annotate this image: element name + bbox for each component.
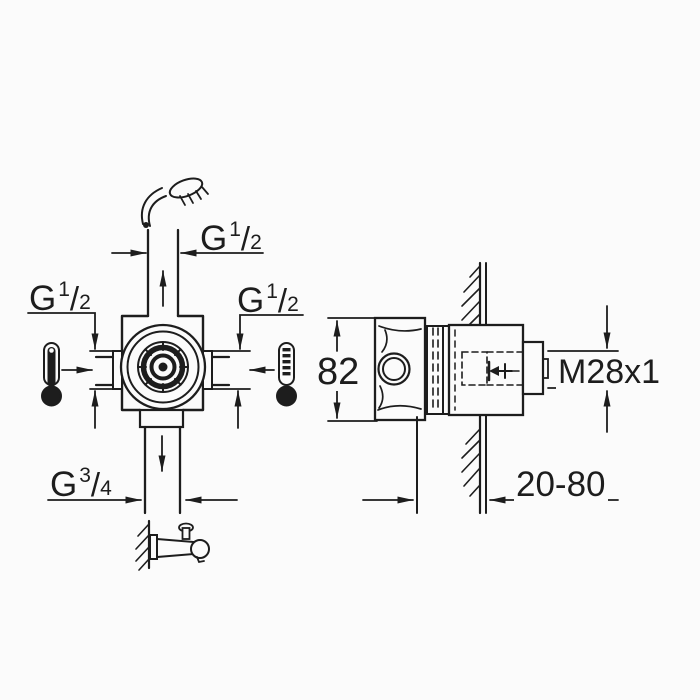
valve-front-housing — [447, 323, 549, 417]
side-view — [327, 261, 619, 515]
dim-82 — [327, 317, 378, 422]
label-thread-right: G1/2 — [237, 280, 299, 320]
label-spindle-thread: M28x1 — [556, 353, 663, 391]
spindle-block — [521, 340, 545, 396]
bath-spout-icon — [135, 519, 210, 571]
top-inlet-pipe — [146, 228, 180, 318]
mounting-sleeve — [424, 325, 450, 415]
dim-g12-right — [234, 314, 304, 429]
bottom-outlet-pipe — [138, 408, 185, 515]
right-inlet-stub — [210, 350, 251, 390]
dim-g12-left — [27, 312, 99, 429]
thermometer-hot-icon — [41, 342, 62, 407]
wall-hatch-upper — [461, 265, 481, 327]
cartridge-circles — [119, 323, 207, 411]
spindle-tip — [542, 358, 549, 379]
valve-body-side — [373, 316, 427, 422]
hand-shower-icon — [141, 177, 209, 228]
wall-hatch-small — [135, 523, 150, 571]
wall-section-upper — [461, 261, 487, 328]
label-thread-bottom: G3/4 — [50, 464, 112, 504]
left-inlet-stub — [89, 350, 115, 390]
label-thread-top: G1/2 — [200, 218, 262, 258]
label-thread-left: G1/2 — [29, 278, 91, 318]
front-view — [27, 177, 304, 571]
wall-hatch-lower — [461, 428, 481, 497]
label-body-height: 82 — [315, 351, 362, 393]
wall-section-lower — [461, 412, 487, 515]
thermometer-cold-icon — [276, 342, 297, 407]
label-installation-depth: 20-80 — [514, 465, 608, 504]
